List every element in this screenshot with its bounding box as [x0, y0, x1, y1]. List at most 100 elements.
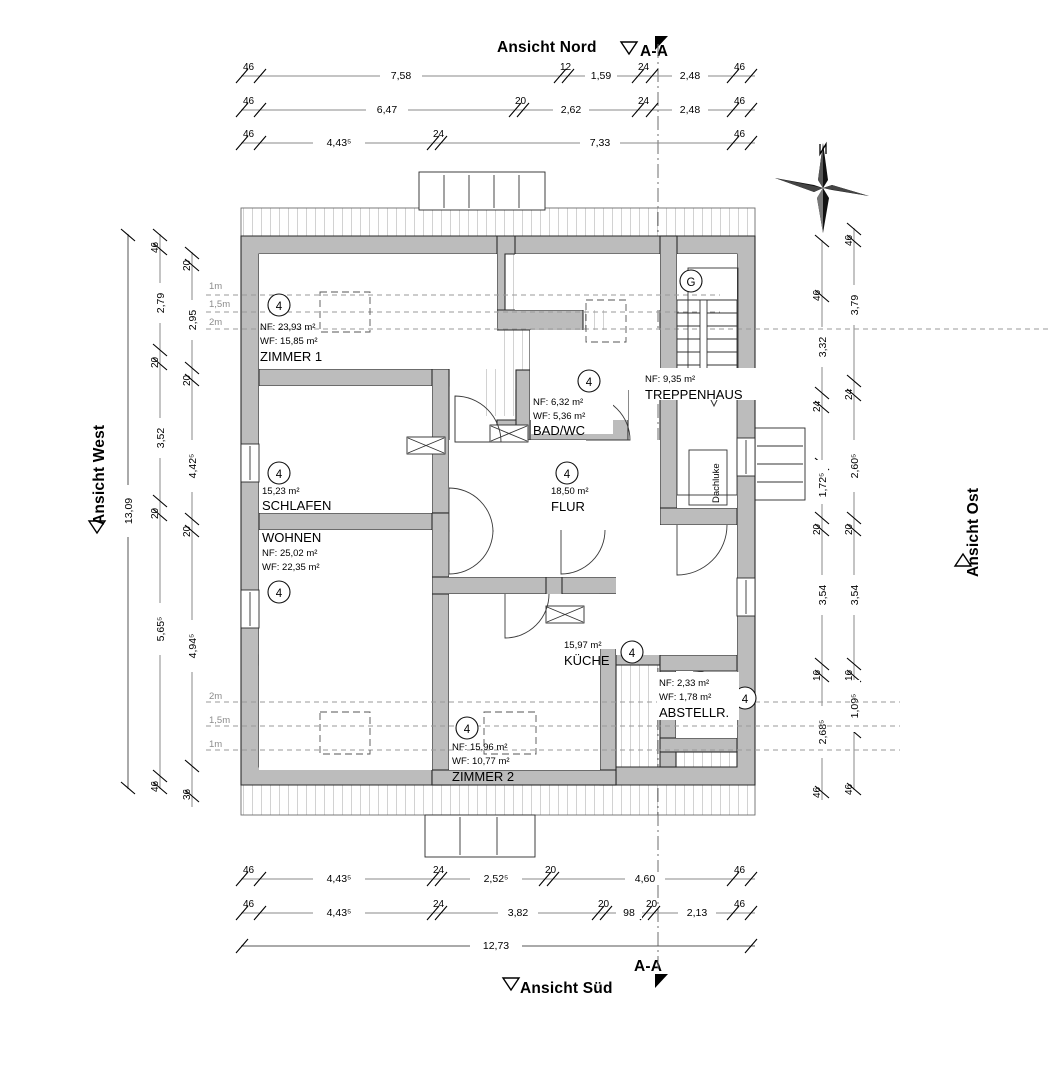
badge-kueche: 4: [629, 648, 636, 660]
dim-top2-0: 46: [243, 96, 255, 107]
dim-left-mid-2: 20: [150, 356, 161, 368]
section-label-bottom: A-A: [634, 958, 662, 975]
dimension-chain-left-inner: 20 2,95 20 4,42⁵ 20 4,94⁵ 36: [182, 246, 200, 807]
dim-bot2-0: 46: [243, 899, 255, 910]
name-zimmer1: ZIMMER 1: [260, 349, 322, 364]
dim-right-out-2: 24: [844, 388, 855, 400]
dim-bot2-7: 2,13: [687, 907, 708, 919]
dim-left-in-1: 2,95: [187, 310, 199, 331]
dim-top3-4: 46: [734, 129, 746, 140]
nf-flur: 18,50 m²: [551, 486, 589, 497]
dim-left-in-5: 4,94⁵: [187, 634, 199, 659]
section-label-top: A-A: [640, 43, 668, 60]
doors: [406, 395, 738, 716]
opening-x-3: [545, 605, 585, 624]
dim-left-in-0: 20: [182, 259, 193, 271]
room-label-kueche: 4 15,97 m² KÜCHE: [564, 640, 644, 668]
dachluke-label: Dachluke: [711, 463, 722, 503]
dim-top1-6: 46: [734, 62, 746, 73]
dim-bot1-1: 4,43⁵: [327, 873, 352, 885]
dim-left-in-3: 4,42⁵: [187, 454, 199, 479]
dim-right-in-7: 2,68⁵: [817, 720, 829, 745]
slope-15m-bot: 1,5m: [209, 715, 230, 726]
dim-right-in-5: 3,54: [817, 585, 829, 606]
dim-bot1-6: 46: [734, 865, 746, 876]
slope-2m-top: 2m: [209, 317, 222, 328]
dim-top2-4: 24: [638, 96, 650, 107]
dim-top1-0: 46: [243, 62, 255, 73]
dachluke-box: Dachluke: [688, 449, 728, 506]
badge-circle-zimmer1: [267, 293, 291, 317]
dim-top2-5: 2,48: [680, 104, 701, 116]
room-label-wohnen: WOHNEN NF: 25,02 m² WF: 22,35 m² 4: [262, 530, 321, 604]
dim-bot2-6: 20: [646, 899, 658, 910]
slope-15m-top: 1,5m: [209, 299, 230, 310]
nf-kueche: 15,97 m²: [564, 640, 602, 651]
dim-bot2-8: 46: [734, 899, 746, 910]
badge-circle-schlafen: [267, 461, 291, 485]
dim-left-mid-0: 46: [150, 241, 161, 253]
dim-left-mid-6: 46: [150, 780, 161, 792]
dimension-chain-top-2: 46 6,47 20 2,62 24 2,48 46: [235, 96, 758, 118]
dim-top3-2: 24: [433, 129, 445, 140]
dim-bot2-1: 4,43⁵: [327, 907, 352, 919]
room-label-abstellr: 4 NF: 2,33 m² WF: 1,78 m² ABSTELLR.: [657, 672, 757, 720]
nf-abstellr: NF: 2,33 m²: [659, 678, 709, 689]
badge-circle-badwc: [577, 369, 601, 393]
nf-badwc: NF: 6,32 m²: [533, 397, 583, 408]
wf-badwc: WF: 5,36 m²: [533, 411, 585, 422]
dimension-chain-top-3: 46 4,43⁵ 24 7,33 46: [235, 129, 758, 151]
dim-right-out-8: 46: [844, 783, 855, 795]
dimension-chain-bottom-1: 46 4,43⁵ 24 2,52⁵ 20 4,60 46: [235, 865, 758, 887]
east-bay-window: [754, 427, 806, 501]
dim-left-in-6: 36: [182, 788, 193, 800]
south-dormer-window: [424, 814, 536, 858]
badge-circle-kueche: [620, 640, 644, 664]
dim-right-out-4: 20: [844, 523, 855, 535]
stair-marker-label: G: [687, 277, 696, 289]
dim-right-out-3: 2,60⁵: [849, 454, 861, 479]
dim-right-out-0: 46: [844, 234, 855, 246]
badge-circle-zimmer2: [455, 716, 479, 740]
dim-top3-0: 46: [243, 129, 255, 140]
name-flur: FLUR: [551, 499, 585, 514]
dim-left-mid-4: 20: [150, 507, 161, 519]
name-kueche: KÜCHE: [564, 653, 610, 668]
wf-zimmer2: WF: 10,77 m²: [452, 756, 510, 767]
title-nord: Ansicht Nord: [497, 39, 597, 56]
nf-zimmer1: NF: 23,93 m²: [260, 322, 315, 333]
dim-top2-1: 6,47: [377, 104, 398, 116]
badge-zimmer1: 4: [276, 301, 283, 313]
dim-top1-3: 1,59: [591, 70, 612, 82]
north-dormer-window: [418, 171, 546, 211]
dim-top1-4: 24: [638, 62, 650, 73]
dim-bot2-5: 98: [623, 907, 635, 919]
title-sued: Ansicht Süd: [520, 980, 613, 997]
dim-right-out-5: 3,54: [849, 585, 861, 606]
name-badwc: BAD/WC: [533, 423, 585, 438]
dim-top2-3: 2,62: [561, 104, 582, 116]
dim-left-outer-0: 13,09: [123, 498, 135, 524]
triangle-open-west: [87, 520, 107, 535]
triangle-open-nord: [619, 41, 639, 56]
dim-top3-3: 7,33: [590, 137, 611, 149]
name-treppenhaus: TREPPENHAUS: [645, 387, 743, 402]
badge-flur: 4: [564, 469, 571, 481]
badge-zimmer2: 4: [464, 724, 471, 736]
badge-circle-wohnen: [267, 580, 291, 604]
dim-right-in-4: 20: [812, 523, 823, 535]
triangle-open-sued: [501, 977, 521, 992]
dim-right-out-7: 1,09⁵: [849, 694, 861, 719]
slope-2m-bot: 2m: [209, 691, 222, 702]
room-label-badwc: 4 NF: 6,32 m² WF: 5,36 m² BAD/WC: [531, 369, 613, 438]
name-wohnen: WOHNEN: [262, 530, 321, 545]
name-schlafen: SCHLAFEN: [262, 498, 331, 513]
opening-x-2: [489, 424, 529, 443]
wf-abstellr: WF: 1,78 m²: [659, 692, 711, 703]
dim-bot-total: 12,73: [483, 940, 509, 952]
badge-schlafen: 4: [276, 469, 283, 481]
nf-schlafen: 15,23 m²: [262, 486, 300, 497]
dim-top2-2: 20: [515, 96, 527, 107]
